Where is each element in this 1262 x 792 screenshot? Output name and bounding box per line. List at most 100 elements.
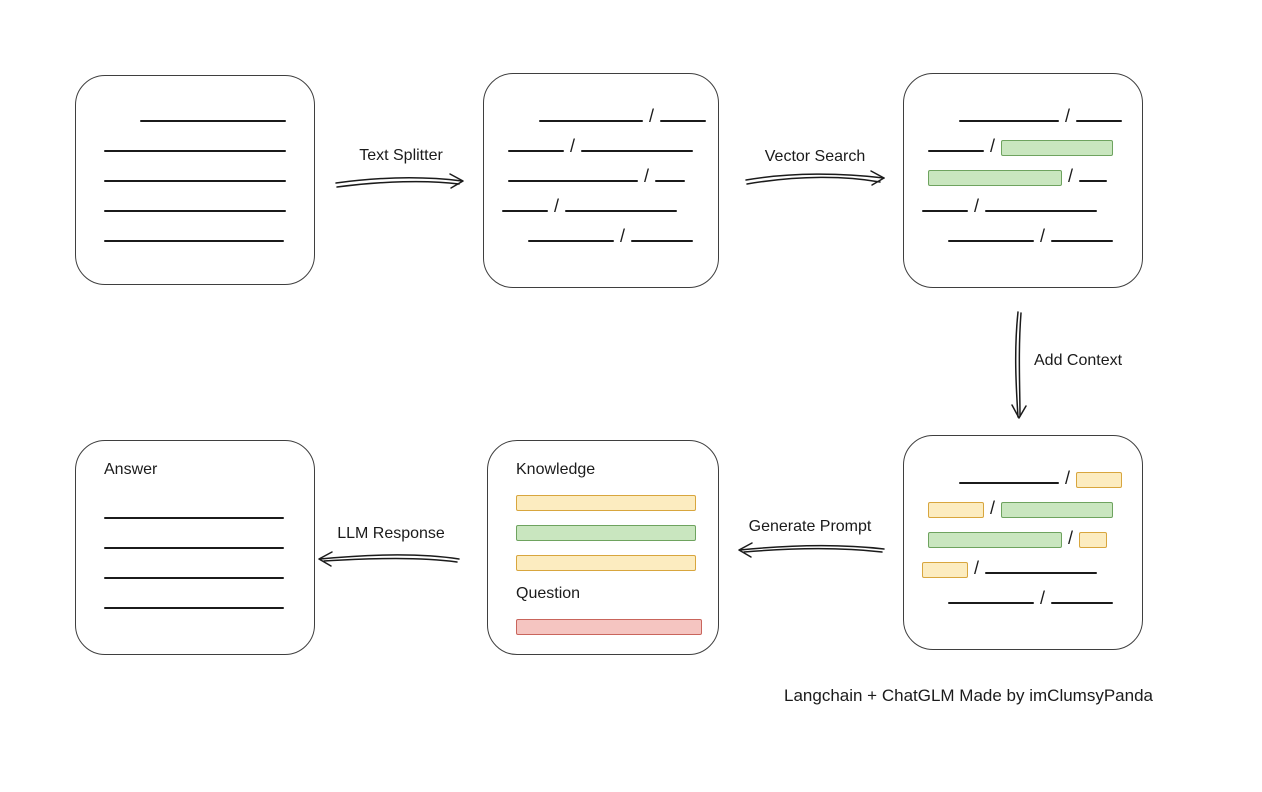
- chunk-row: /: [508, 156, 718, 186]
- text-line: [508, 150, 564, 152]
- slash-separator: /: [554, 196, 560, 216]
- highlight-green-bar: [516, 525, 696, 541]
- source-document-box: [75, 75, 315, 285]
- slash-separator: /: [1040, 226, 1046, 246]
- text-line: [104, 517, 284, 519]
- slash-separator: /: [990, 136, 996, 156]
- highlight-yellow-bar: [928, 502, 984, 518]
- chunk-row: [104, 557, 288, 587]
- chunk-row: [104, 497, 288, 527]
- text-line: [1051, 602, 1114, 604]
- chunk-row: /: [922, 186, 1142, 216]
- generate-prompt-arrow: [738, 542, 885, 558]
- text-line: [948, 240, 1034, 242]
- highlight-yellow-bar: [922, 562, 968, 578]
- slash-separator: /: [570, 136, 576, 156]
- text-line: [660, 120, 707, 122]
- slash-separator: /: [1065, 106, 1071, 126]
- text-line: [631, 240, 694, 242]
- text-line: [928, 150, 984, 152]
- chunk-row: [104, 126, 314, 156]
- highlight-red-bar: [516, 619, 702, 635]
- chunk-row: /: [928, 126, 1142, 156]
- slash-separator: /: [974, 196, 980, 216]
- highlight-yellow-bar: [1079, 532, 1108, 548]
- add-context-label: Add Context: [1034, 352, 1123, 369]
- text-line: [502, 210, 548, 212]
- text-line: [104, 577, 284, 579]
- highlight-green-bar: [1001, 502, 1114, 518]
- question-bars: [516, 611, 702, 641]
- text-splitter-arrow: [335, 173, 464, 189]
- diagram-caption: Langchain + ChatGLM Made by imClumsyPand…: [784, 686, 1153, 705]
- chunk-row: /: [928, 518, 1142, 548]
- text-line: [959, 120, 1059, 122]
- text-line: [539, 120, 643, 122]
- slash-separator: /: [1068, 528, 1074, 548]
- text-line: [104, 210, 286, 212]
- text-line: [959, 482, 1059, 484]
- chunk-row: [516, 517, 696, 547]
- text-line: [985, 572, 1098, 574]
- answer-lines: [104, 497, 288, 617]
- highlight-green-bar: [928, 170, 1062, 186]
- text-line: [104, 150, 286, 152]
- chunk-row: /: [959, 96, 1142, 126]
- text-line: [140, 120, 286, 122]
- chunk-row: [104, 527, 288, 557]
- highlight-yellow-bar: [1076, 472, 1123, 488]
- text-line: [528, 240, 614, 242]
- slash-separator: /: [1068, 166, 1074, 186]
- chunk-row: /: [539, 96, 718, 126]
- chunk-row: [516, 611, 702, 641]
- text-line: [985, 210, 1098, 212]
- text-line: [508, 180, 638, 182]
- slash-separator: /: [644, 166, 650, 186]
- chunk-row: [104, 216, 314, 246]
- text-line: [104, 180, 286, 182]
- highlight-yellow-bar: [516, 495, 696, 511]
- chunk-row: /: [948, 216, 1142, 246]
- text-line: [1076, 120, 1123, 122]
- chunk-row: [104, 156, 314, 186]
- split-chunks-box: / / / / /: [483, 73, 719, 288]
- knowledge-bars: [516, 487, 696, 577]
- chunk-row: [104, 186, 314, 216]
- chunk-row: /: [528, 216, 718, 246]
- chunk-row: /: [948, 578, 1142, 608]
- slash-separator: /: [649, 106, 655, 126]
- highlight-green-bar: [928, 532, 1062, 548]
- chunk-row: [516, 487, 696, 517]
- text-splitter-label: Text Splitter: [359, 147, 443, 164]
- chunk-row: [516, 547, 696, 577]
- llm-response-label: LLM Response: [337, 525, 445, 542]
- chunk-row: [104, 587, 288, 617]
- prompt-box: Knowledge Question: [487, 440, 719, 655]
- text-line: [1079, 180, 1108, 182]
- question-heading: Question: [516, 585, 581, 602]
- slash-separator: /: [620, 226, 626, 246]
- highlight-yellow-bar: [516, 555, 696, 571]
- text-line: [1051, 240, 1114, 242]
- vector-search-arrow: [745, 170, 885, 186]
- chunk-row: /: [508, 126, 718, 156]
- text-line: [104, 240, 284, 242]
- generate-prompt-label: Generate Prompt: [748, 518, 872, 535]
- slash-separator: /: [974, 558, 980, 578]
- chunk-row: [140, 96, 314, 126]
- text-line: [565, 210, 678, 212]
- chunk-row: /: [502, 186, 718, 216]
- add-context-arrow: [1011, 311, 1027, 419]
- vector-search-label: Vector Search: [764, 148, 866, 165]
- text-line: [655, 180, 686, 182]
- answer-heading: Answer: [104, 461, 158, 478]
- llm-response-arrow: [318, 551, 460, 567]
- knowledge-heading: Knowledge: [516, 461, 596, 478]
- context-chunks-box: /////: [903, 435, 1143, 650]
- chunk-row: /: [959, 458, 1142, 488]
- highlight-green-bar: [1001, 140, 1114, 156]
- matched-chunks-box: / / / / /: [903, 73, 1143, 288]
- slash-separator: /: [1065, 468, 1071, 488]
- slash-separator: /: [990, 498, 996, 518]
